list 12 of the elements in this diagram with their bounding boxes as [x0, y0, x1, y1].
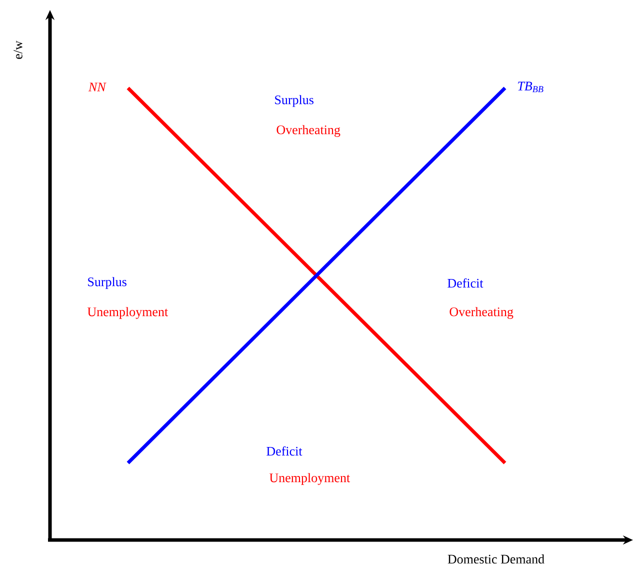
region-label: Unemployment	[87, 307, 168, 319]
region-label: Overheating	[276, 125, 340, 137]
curve-label: NN	[88, 82, 106, 92]
region-label: Deficit	[448, 278, 484, 288]
region-label: Surplus	[88, 277, 126, 289]
curve-label: TB$_{BB}$	[518, 82, 544, 92]
axis-label: Domestic Demand	[448, 554, 544, 564]
region-label: Overheating	[450, 307, 514, 319]
region-label: Deficit	[266, 446, 302, 456]
region-label: Unemployment	[269, 473, 350, 485]
axis-label: e/w	[14, 40, 22, 59]
region-label: Surplus	[275, 95, 314, 107]
